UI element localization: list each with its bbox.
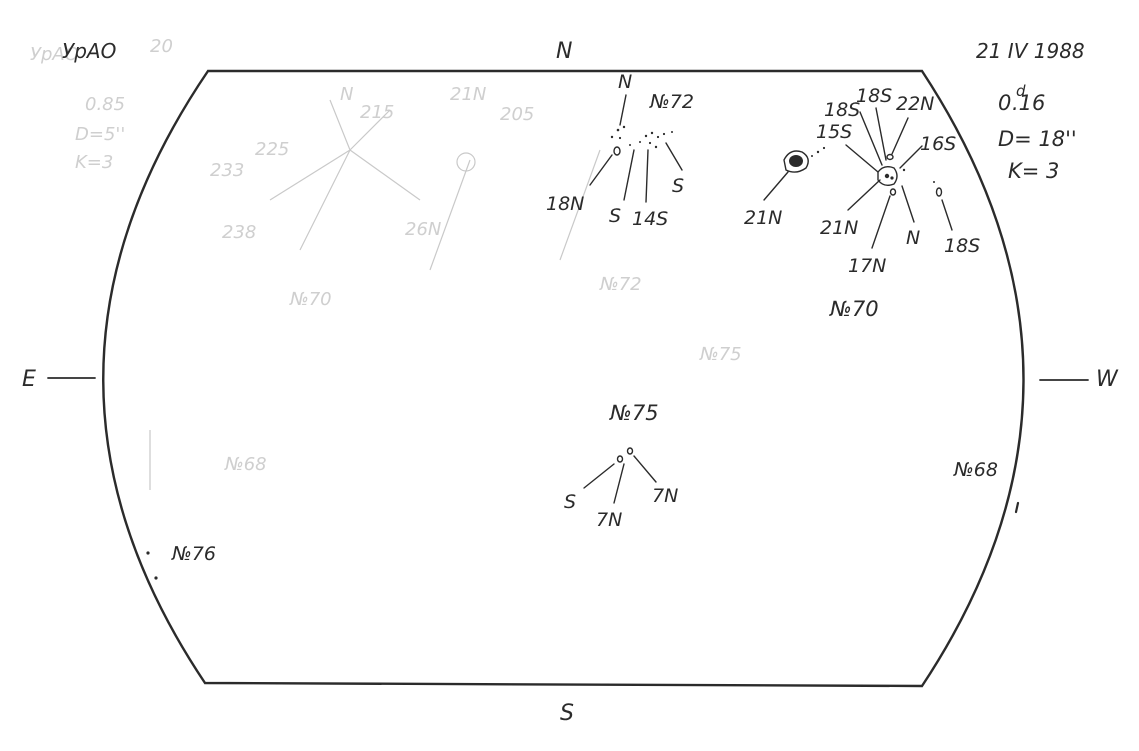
spot-cluster	[610, 125, 673, 156]
date-label: 21 IV 1988	[976, 39, 1085, 63]
leader-line	[583, 463, 615, 489]
leader-line	[901, 185, 915, 223]
east-label: E	[22, 367, 36, 392]
group-70: №70 18S 18S 22N 15S 16S 21N 21N	[744, 85, 980, 321]
ghost-text: 205	[500, 104, 534, 125]
leader-spot	[783, 146, 826, 173]
spot	[626, 447, 634, 455]
spot	[154, 576, 158, 580]
spot-label: 18S	[824, 99, 860, 121]
time-superscript: d	[1016, 82, 1026, 100]
ghost-lines	[149, 149, 601, 490]
ghost-spot	[456, 152, 476, 172]
spot	[616, 455, 624, 463]
ghost-text: №70	[289, 289, 332, 310]
leader-line	[891, 117, 909, 155]
north-label: N	[556, 39, 572, 64]
ghost-text: №75	[699, 344, 742, 365]
group-label: №72	[649, 91, 694, 113]
spot-label: 7N	[652, 485, 678, 507]
leader-line	[871, 195, 891, 249]
group-label: №70	[829, 297, 879, 321]
k-index-label: K= 3	[1008, 159, 1059, 183]
group-label: №68	[953, 459, 998, 481]
west-label: W	[1096, 367, 1119, 392]
ghost-text: №68	[224, 454, 267, 475]
leader-line	[859, 111, 883, 166]
spot-label: 22N	[896, 93, 934, 115]
ghost-text: 238	[222, 222, 256, 243]
ghost-text: D=5''	[75, 124, 125, 145]
leader-line	[623, 149, 635, 201]
south-label: S	[560, 701, 574, 726]
ghost-text: 26N	[405, 219, 441, 240]
leader-line	[589, 154, 613, 186]
group-label: №76	[171, 543, 216, 565]
ghost-text: 233	[210, 160, 244, 181]
spot-label: S	[672, 175, 684, 197]
spot-label: 18S	[856, 85, 892, 107]
time-main: 0	[998, 91, 1011, 115]
follower-cluster	[877, 153, 943, 197]
spot	[146, 551, 150, 555]
leader-line	[847, 179, 881, 211]
ghost-text: 21N	[450, 84, 486, 105]
leader-line	[645, 149, 649, 203]
ghost-text: УрАО	[30, 44, 79, 65]
group-label: №75	[609, 401, 659, 425]
spot-label: S	[564, 491, 576, 513]
spot-label: 14S	[632, 208, 668, 230]
time-rest: .16	[1012, 91, 1045, 115]
ghost-text: N	[340, 84, 353, 105]
spot-label: 18S	[944, 235, 980, 257]
disk-outline	[102, 69, 1025, 688]
time-label: 0 d .16	[998, 82, 1045, 115]
group-76: №76	[146, 543, 216, 580]
spot-label: S	[609, 205, 621, 227]
spot-label: 17N	[848, 255, 886, 277]
leader-line	[875, 107, 887, 161]
spot-label: N	[618, 71, 632, 93]
leader-line	[633, 455, 657, 483]
group-72: №72 N 18N S 14S S	[546, 71, 694, 230]
ghost-text: 20	[150, 36, 173, 57]
leader-line	[941, 199, 953, 231]
spot-label: 21N	[744, 207, 782, 229]
spot	[1014, 501, 1020, 514]
diameter-label: D= 18''	[998, 127, 1077, 151]
group-75: №75 S 7N 7N	[564, 401, 678, 531]
ghost-lines	[269, 99, 421, 251]
ghost-text: 225	[255, 139, 289, 160]
bleed-through-layer: УрАО 20 233 225 215 205 238 N №70 №72 №6…	[30, 36, 742, 490]
spot-label: 7N	[596, 509, 622, 531]
leader-line	[899, 145, 923, 169]
spot-label: 16S	[920, 133, 956, 155]
ghost-text: 0.85	[85, 94, 125, 115]
leader-line	[763, 171, 789, 201]
leader-line	[613, 463, 625, 504]
group-68: №68	[953, 459, 1020, 514]
spot-label: 18N	[546, 193, 584, 215]
ghost-text: 215	[360, 102, 394, 123]
leader-line	[619, 94, 627, 126]
spot-label: 15S	[816, 121, 852, 143]
leader-line	[665, 142, 683, 171]
leader-line	[845, 144, 879, 173]
ghost-text: №72	[599, 274, 642, 295]
spot-label: 21N	[820, 217, 858, 239]
spot-label: N	[906, 227, 920, 249]
observatory-label: УрАО	[62, 39, 116, 63]
ghost-text: K=3	[75, 152, 113, 173]
